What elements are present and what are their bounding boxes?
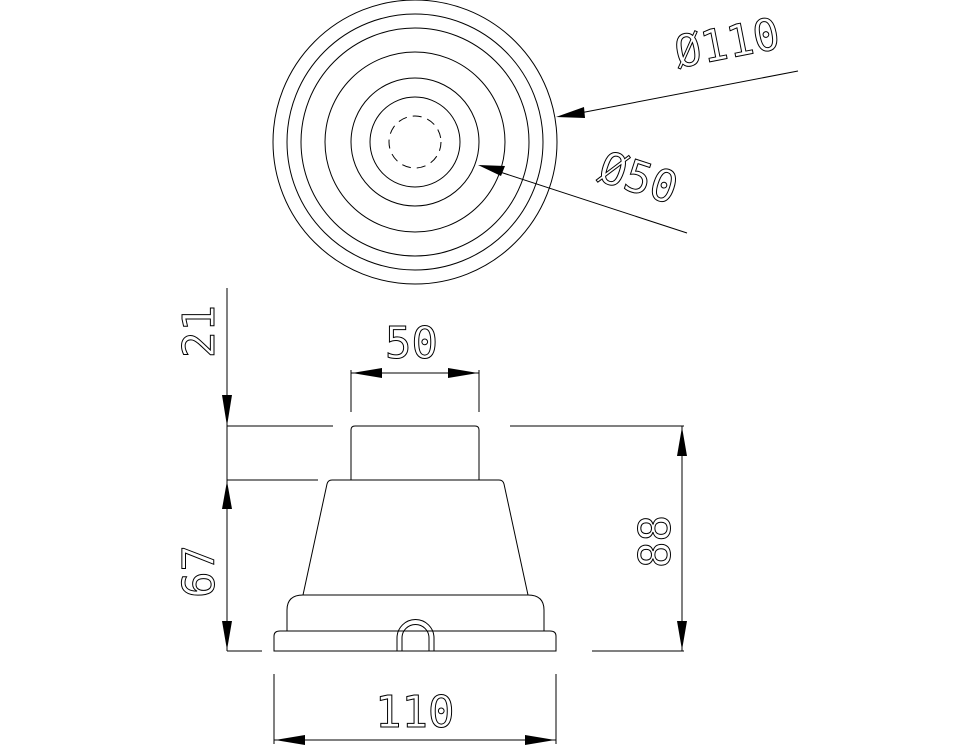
label-base-width: 110	[375, 687, 454, 738]
label-outer-diameter: Ø110	[670, 9, 784, 79]
notch-inner	[401, 624, 430, 651]
hidden-bore-circle	[388, 115, 442, 169]
body-frustum	[302, 479, 529, 596]
dimensions: 21 67 50 88 110	[174, 288, 687, 745]
label-body-height: 67	[174, 545, 225, 598]
leader-line-110	[579, 70, 799, 114]
arrow-50-left	[352, 368, 382, 378]
label-cap-width: 50	[385, 318, 438, 369]
arrow-21-bottom	[222, 395, 232, 426]
arrow-50-right	[448, 368, 478, 378]
leader-line-50	[499, 171, 688, 234]
label-cap-height: 21	[174, 305, 225, 358]
arrow-67-bottom	[222, 621, 232, 650]
base-flange	[273, 630, 557, 652]
circle-6	[369, 96, 461, 188]
arrow-88-top	[677, 427, 687, 456]
circle-5	[350, 77, 480, 207]
top-view: Ø110 Ø50	[272, 0, 799, 285]
circle-4	[324, 51, 506, 233]
arrow-110-right	[525, 735, 555, 745]
arrowhead-50	[478, 165, 505, 176]
step-ring	[286, 594, 545, 631]
arrow-67-top	[222, 481, 232, 509]
outer-circle	[272, 0, 558, 285]
arrow-88-bottom	[677, 621, 687, 650]
front-view	[273, 425, 557, 652]
label-inner-diameter: Ø50	[593, 142, 684, 215]
arrowhead-110	[556, 107, 585, 118]
circle-3	[300, 27, 530, 257]
cap-outline	[350, 425, 480, 480]
label-total-height: 88	[630, 515, 681, 568]
arrow-110-left	[275, 735, 305, 745]
notch-outer	[396, 619, 435, 651]
circle-2	[286, 13, 544, 271]
